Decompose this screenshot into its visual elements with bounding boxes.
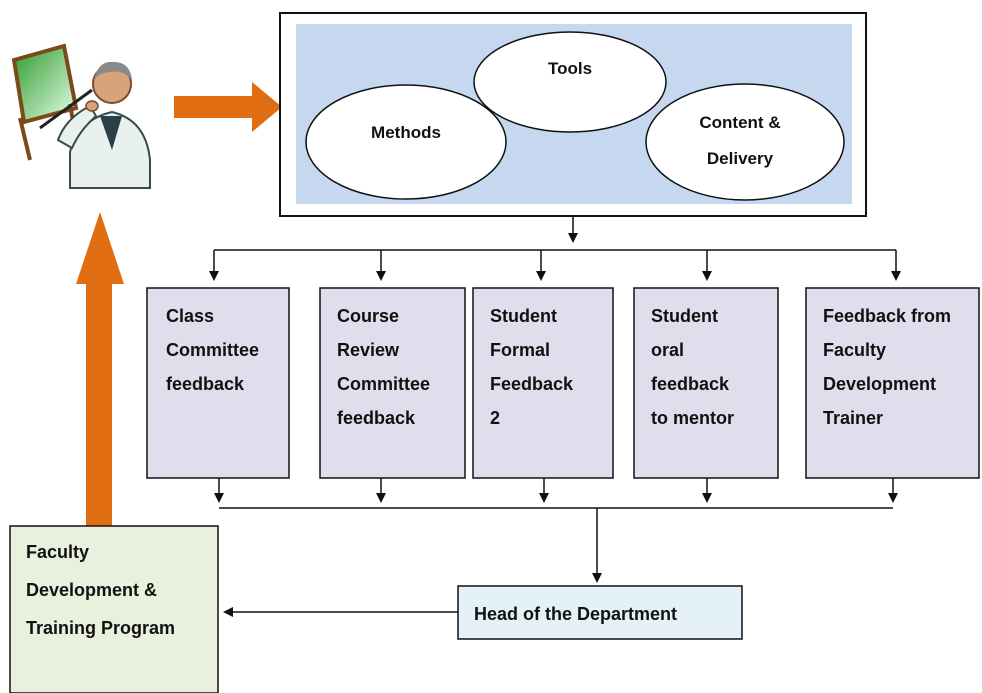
box5-line1: Feedback from [823, 306, 951, 326]
box2-line4: feedback [337, 408, 416, 428]
distribution-connectors [209, 216, 901, 281]
teacher-icon [11, 43, 151, 189]
ellipse-tools: Tools [473, 31, 667, 133]
ellipse-methods: Methods [305, 84, 507, 200]
box3-line4: 2 [490, 408, 500, 428]
feedback-box-student-oral: Student oral feedback to mentor [633, 287, 779, 479]
box4-line1: Student [651, 306, 718, 326]
feedback-box-class-committee: Class Committee feedback [146, 287, 290, 479]
box4-line3: feedback [651, 374, 730, 394]
orange-arrow-up [76, 212, 124, 526]
training-line1: Faculty [26, 542, 89, 562]
box4-line2: oral [651, 340, 684, 360]
feedback-box-course-review: Course Review Committee feedback [319, 287, 466, 479]
ellipse-content-label-line1: Content & [699, 113, 780, 132]
training-program-box: Faculty Development & Training Program [9, 525, 219, 693]
hod-box: Head of the Department [457, 585, 743, 640]
ellipse-methods-label: Methods [371, 123, 441, 142]
box2-line2: Review [337, 340, 400, 360]
box3-line1: Student [490, 306, 557, 326]
box5-line2: Faculty [823, 340, 886, 360]
training-line2: Development & [26, 580, 157, 600]
ellipse-content-delivery: Content & Delivery [645, 83, 845, 201]
orange-arrow-right [174, 82, 282, 132]
feedback-box-faculty-trainer: Feedback from Faculty Development Traine… [805, 287, 980, 479]
collection-connectors [214, 478, 898, 617]
box2-line3: Committee [337, 374, 430, 394]
ellipse-tools-label: Tools [548, 59, 592, 78]
training-line3: Training Program [26, 618, 175, 638]
box5-line4: Trainer [823, 408, 883, 428]
box5-line3: Development [823, 374, 936, 394]
box3-line3: Feedback [490, 374, 574, 394]
box1-line1: Class [166, 306, 214, 326]
box1-line2: Committee [166, 340, 259, 360]
box3-line2: Formal [490, 340, 550, 360]
feedback-box-student-formal: Student Formal Feedback 2 [472, 287, 614, 479]
box4-line4: to mentor [651, 408, 734, 428]
ellipse-content-label-line2: Delivery [707, 149, 774, 168]
box2-line1: Course [337, 306, 399, 326]
box1-line3: feedback [166, 374, 245, 394]
hod-label: Head of the Department [474, 604, 677, 624]
